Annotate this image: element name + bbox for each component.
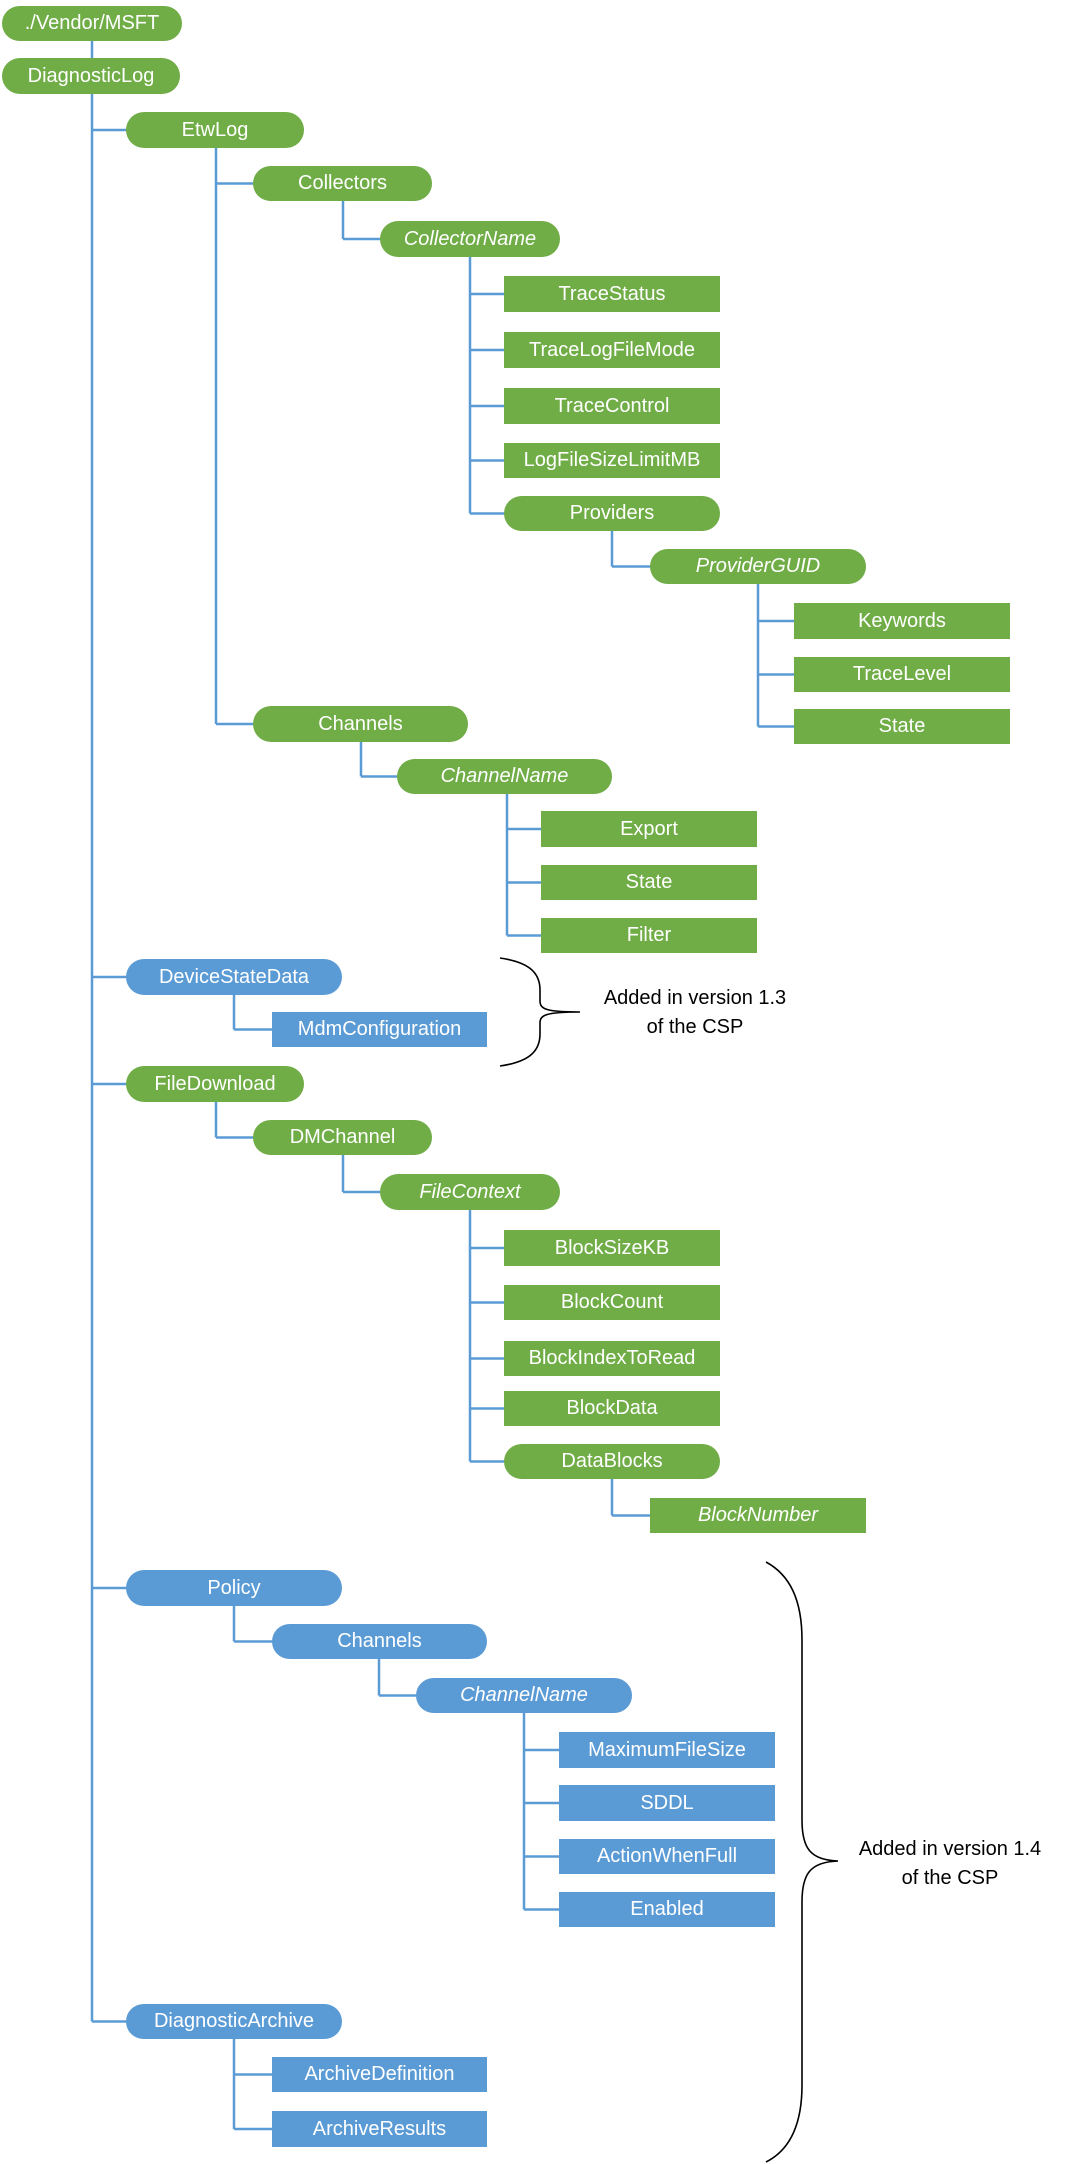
brace-version-1-4 [765, 1561, 839, 2163]
node-state1: State [794, 709, 1010, 744]
annotation-version-1-3-line2: of the CSP [646, 1016, 744, 1038]
annotation-version-1-3-line1: Added in version 1.3 [603, 987, 787, 1009]
node-filecontext: FileContext [380, 1174, 560, 1210]
annotation-version-1-3: Added in version 1.3 of the CSP [570, 984, 820, 1042]
node-collectors: Collectors [253, 166, 432, 201]
node-tracelevel: TraceLevel [794, 657, 1010, 692]
node-enabled: Enabled [559, 1892, 775, 1927]
annotation-version-1-4: Added in version 1.4 of the CSP [830, 1835, 1070, 1893]
node-blockindextoread: BlockIndexToRead [504, 1341, 720, 1376]
node-filedownload: FileDownload [126, 1066, 304, 1102]
node-tracestatus: TraceStatus [504, 276, 720, 312]
node-blockdata: BlockData [504, 1391, 720, 1426]
node-blocksizekb: BlockSizeKB [504, 1230, 720, 1266]
node-state2: State [541, 865, 757, 900]
node-blockcount: BlockCount [504, 1285, 720, 1320]
node-logfilesizelimitmb: LogFileSizeLimitMB [504, 443, 720, 478]
node-collectorname: CollectorName [380, 221, 560, 257]
node-diagnosticarchive: DiagnosticArchive [126, 2004, 342, 2039]
node-devicestatedata: DeviceStateData [126, 959, 342, 995]
node-maximumfilesize: MaximumFileSize [559, 1732, 775, 1768]
node-diag: DiagnosticLog [2, 58, 180, 94]
node-export: Export [541, 811, 757, 847]
node-datablocks: DataBlocks [504, 1444, 720, 1479]
annotation-version-1-4-line1: Added in version 1.4 [858, 1838, 1042, 1860]
node-channels1: Channels [253, 706, 468, 742]
node-filter: Filter [541, 918, 757, 953]
node-archiveresults: ArchiveResults [272, 2111, 487, 2147]
node-dmchannel: DMChannel [253, 1120, 432, 1155]
node-policy: Policy [126, 1570, 342, 1606]
node-channels2: Channels [272, 1624, 487, 1659]
node-vendor: ./Vendor/MSFT [2, 6, 182, 41]
node-channelname2: ChannelName [416, 1678, 632, 1713]
node-etwlog: EtwLog [126, 112, 304, 148]
node-actionwhenfull: ActionWhenFull [559, 1839, 775, 1874]
node-tracelogfilemode: TraceLogFileMode [504, 332, 720, 368]
node-keywords: Keywords [794, 603, 1010, 639]
node-providers: Providers [504, 496, 720, 531]
node-tracecontrol: TraceControl [504, 388, 720, 424]
node-blocknumber: BlockNumber [650, 1498, 866, 1533]
node-mdmconfiguration: MdmConfiguration [272, 1012, 487, 1047]
node-archivedefinition: ArchiveDefinition [272, 2057, 487, 2092]
brace-version-1-3 [499, 957, 581, 1067]
node-providerguid: ProviderGUID [650, 549, 866, 584]
node-sddl: SDDL [559, 1785, 775, 1821]
node-channelname1: ChannelName [397, 759, 612, 794]
annotation-version-1-4-line2: of the CSP [901, 1867, 999, 1889]
